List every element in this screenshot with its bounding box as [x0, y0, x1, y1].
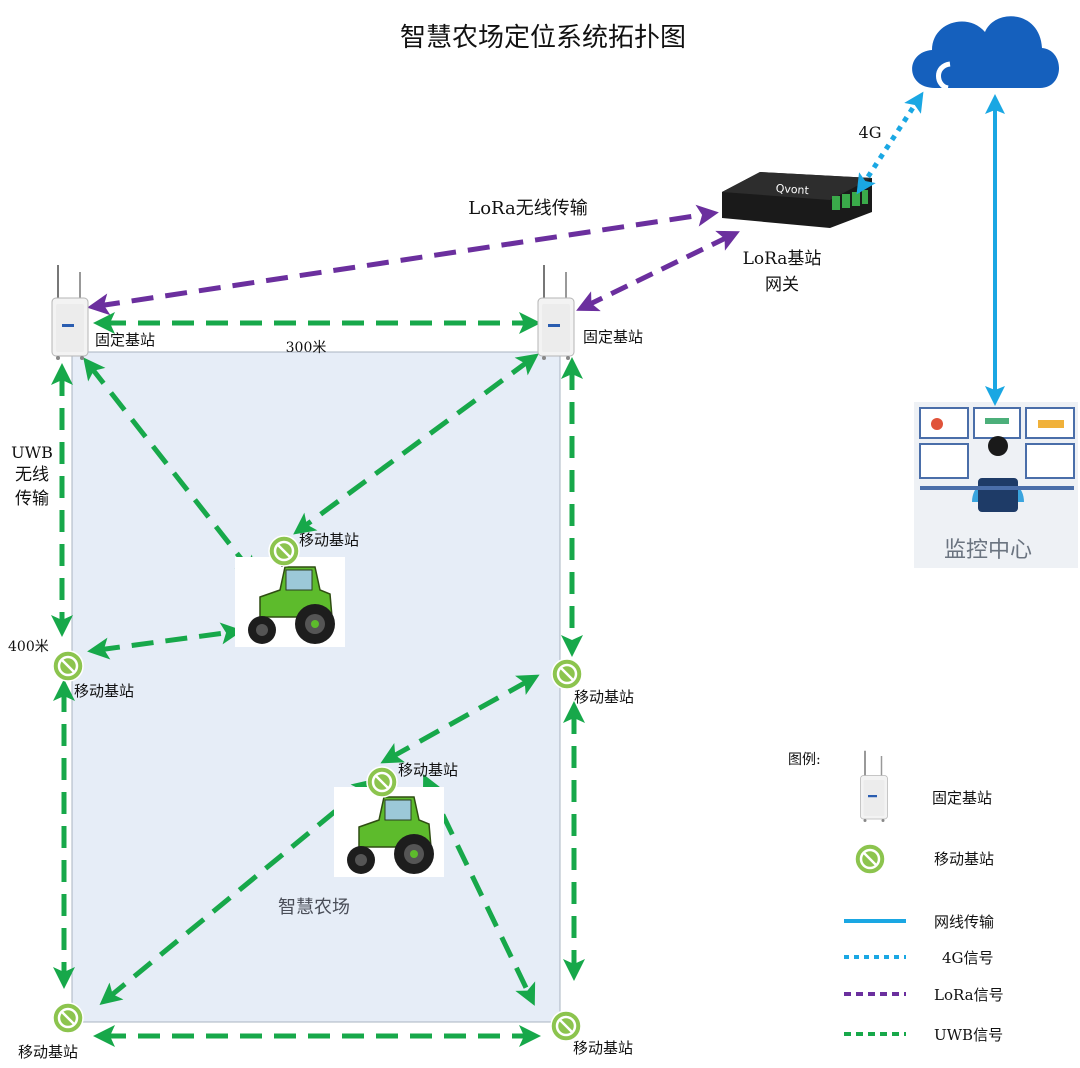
tractor-2-icon	[333, 786, 445, 878]
mobile-station-tractor1-icon	[267, 534, 301, 568]
legend-item-network: 网线传输	[934, 913, 994, 931]
tractor-1-icon	[234, 556, 346, 648]
lora-link-left	[87, 204, 719, 316]
legend-title: 图例:	[788, 752, 821, 768]
lora-transfer-label: LoRa无线传输	[468, 198, 588, 219]
fixed-station-right-icon	[537, 264, 575, 361]
fixed-station-right-label: 固定基站	[583, 328, 643, 346]
diagram-title: 智慧农场定位系统拓扑图	[400, 23, 686, 53]
legend-item-4g: 4G信号	[942, 949, 994, 967]
legend-mobile-station-icon	[853, 842, 887, 876]
monitor-center-icon: 监控中心	[914, 402, 1078, 568]
lora-gateway-device: Qvont	[722, 172, 872, 228]
height-dimension-label: 400米	[8, 639, 49, 655]
4g-label: 4G	[859, 123, 882, 142]
legend-item-mobile-station: 移动基站	[934, 850, 994, 868]
mobile-station-right-mid-label: 移动基站	[574, 688, 634, 706]
mobile-station-tractor1-label: 移动基站	[299, 531, 359, 549]
mobile-station-bottom-right-icon	[549, 1009, 583, 1043]
fixed-station-left-icon	[51, 264, 89, 361]
gateway-label-line1: LoRa基站	[743, 249, 822, 269]
uwb-label-line2: 无线	[15, 465, 49, 485]
cloud-icon	[912, 16, 1060, 91]
mobile-station-tractor2-label: 移动基站	[398, 761, 458, 779]
fixed-station-left-label: 固定基站	[95, 331, 155, 349]
farm-label: 智慧农场	[278, 897, 350, 918]
lora-link-right	[576, 230, 740, 312]
legend-item-fixed-station: 固定基站	[932, 789, 992, 807]
legend: 图例: 固定基站 移动基站 网线传输 4G信号 LoRa信号 UWB信号	[788, 750, 1004, 1044]
width-dimension-label: 300米	[286, 340, 327, 356]
gateway-brand: Qvont	[775, 182, 810, 197]
uwb-links	[51, 312, 585, 1047]
mobile-station-bottom-right-label: 移动基站	[573, 1039, 633, 1057]
legend-fixed-station-icon	[859, 750, 889, 823]
farm-area	[71, 351, 561, 1023]
legend-item-uwb: UWB信号	[934, 1026, 1003, 1044]
monitor-center-label: 监控中心	[944, 538, 1032, 563]
legend-item-lora: LoRa信号	[934, 986, 1004, 1004]
uwb-label-line1: UWB	[11, 443, 53, 462]
mobile-station-right-mid-icon	[550, 657, 584, 691]
mobile-station-left-mid-label: 移动基站	[74, 682, 134, 700]
mobile-station-left-mid-icon	[51, 649, 85, 683]
uwb-label-line3: 传输	[15, 489, 49, 509]
gateway-label-line2: 网关	[765, 275, 799, 295]
mobile-station-bottom-left-label: 移动基站	[18, 1043, 78, 1061]
4g-link	[856, 91, 924, 195]
mobile-station-bottom-left-icon	[51, 1001, 85, 1035]
mobile-station-tractor2-icon	[365, 765, 399, 799]
